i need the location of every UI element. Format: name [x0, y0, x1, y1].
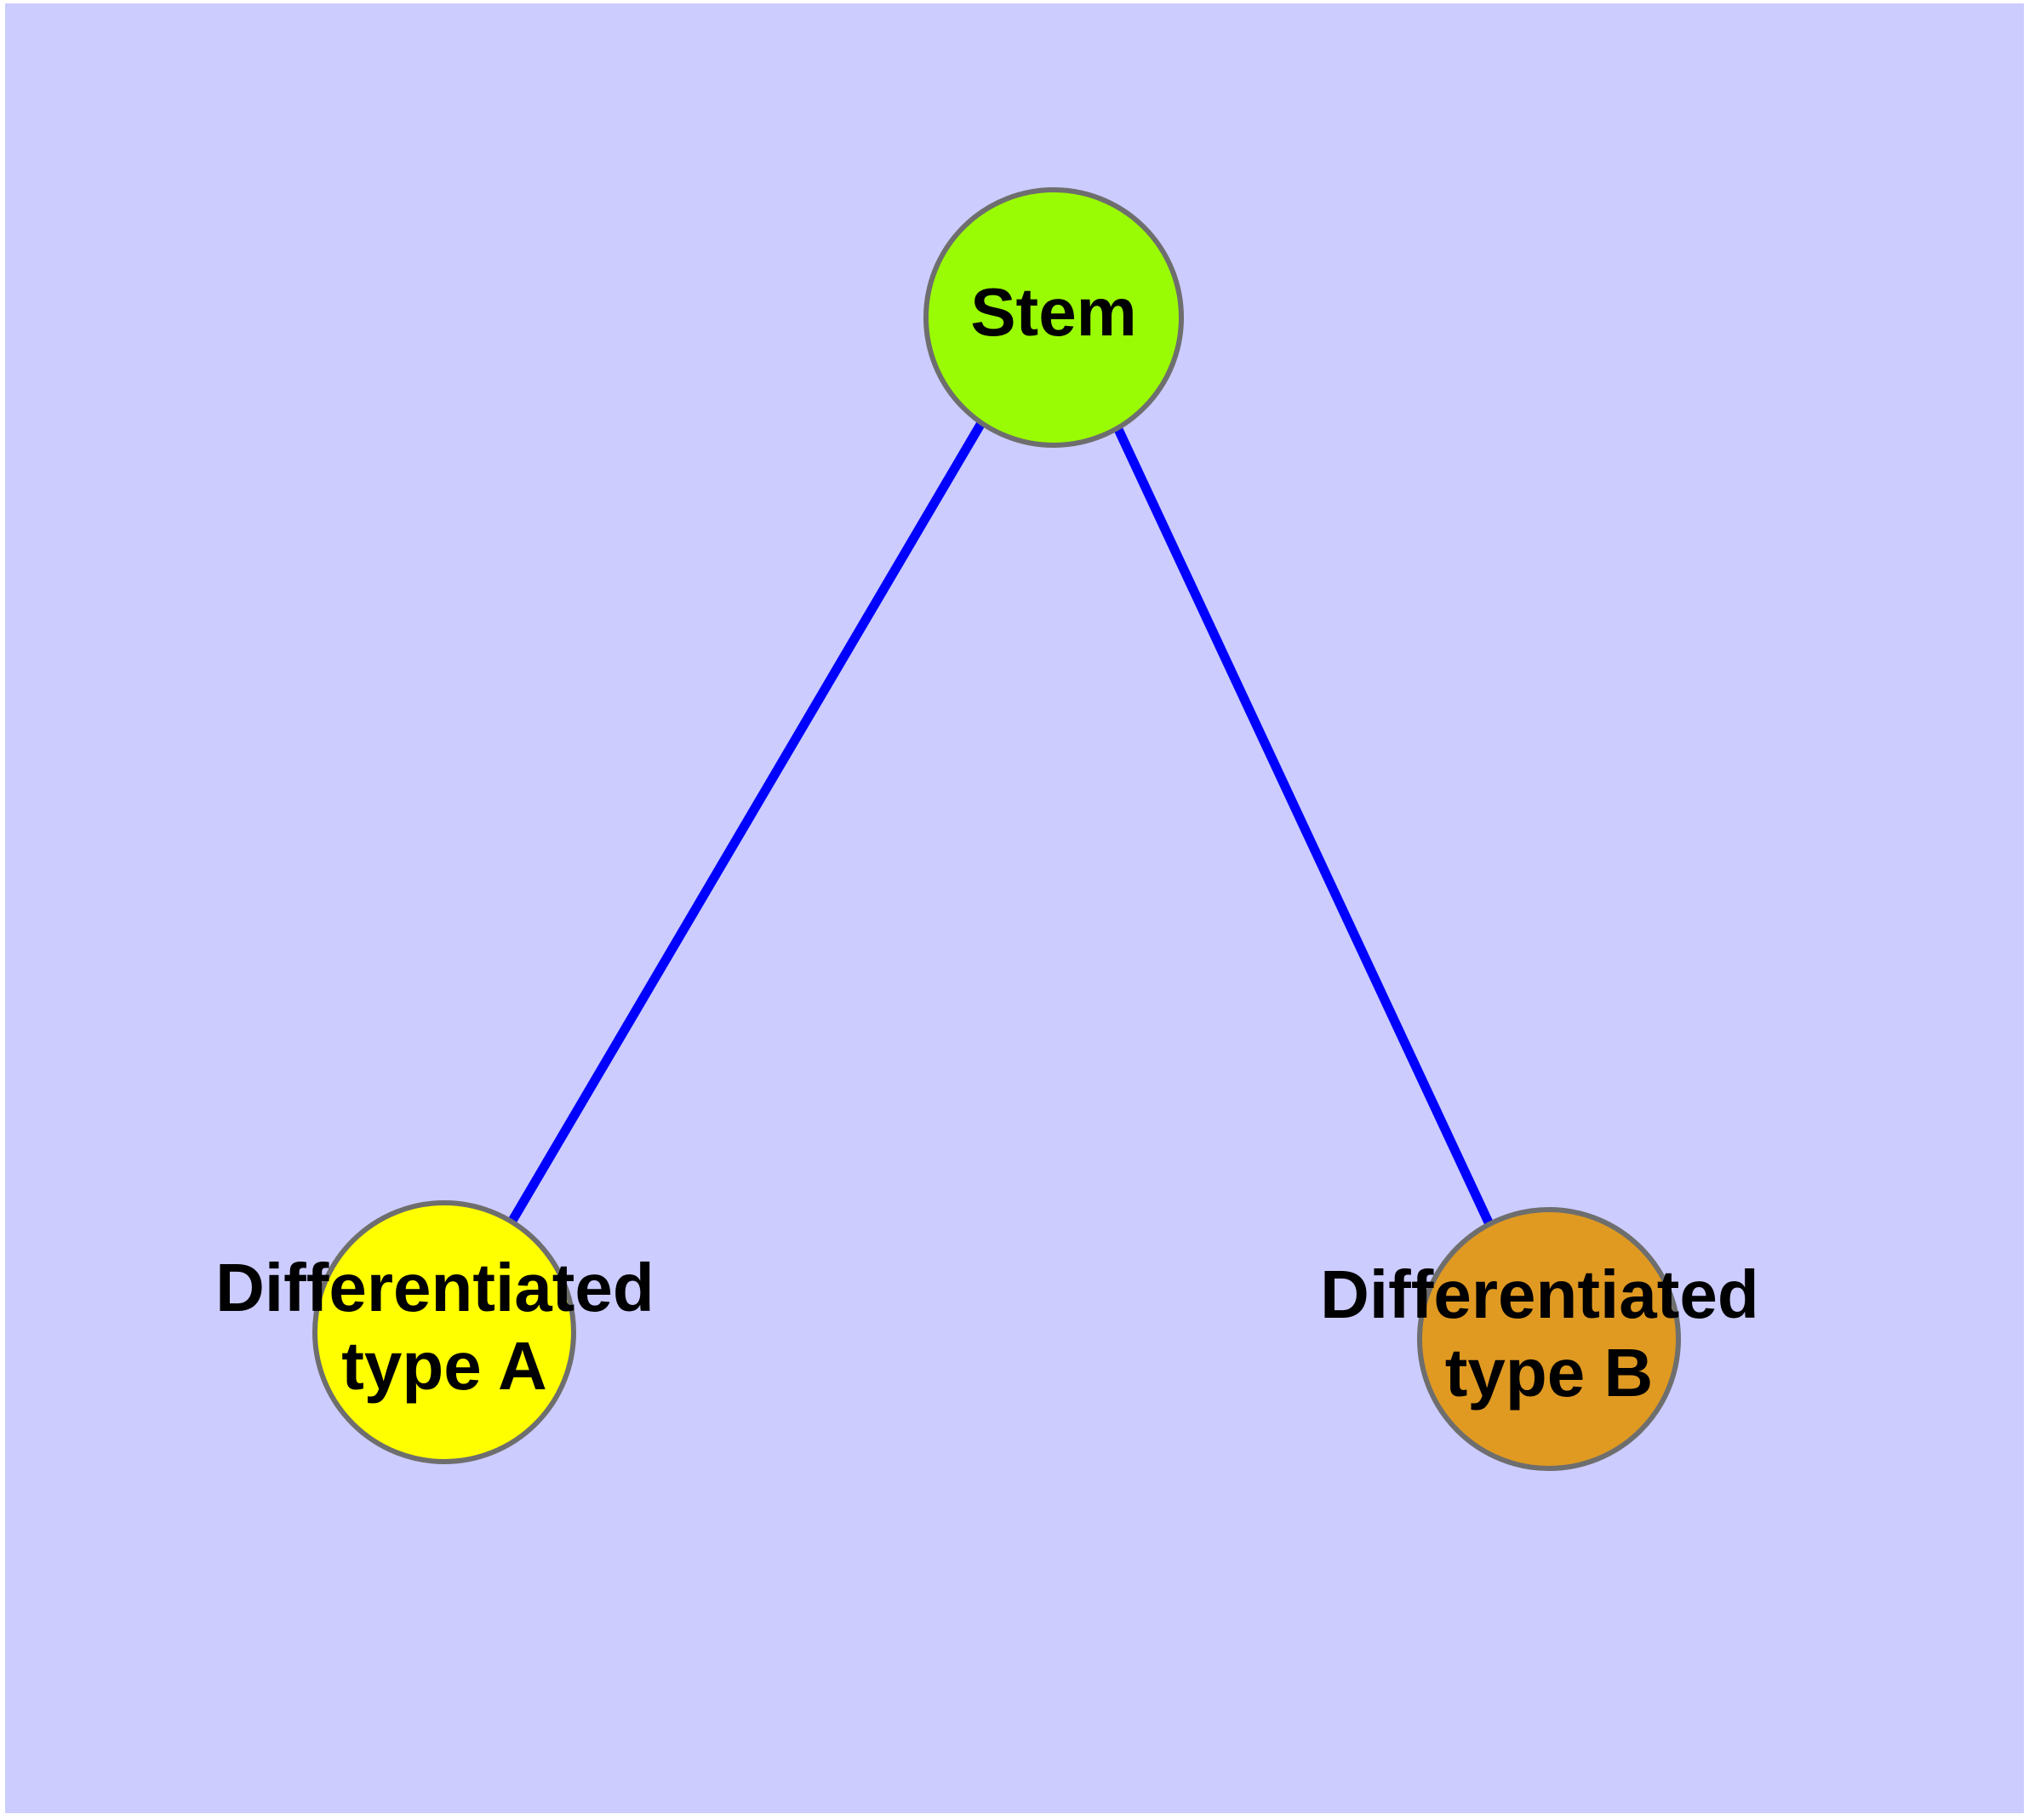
edge-stem-to-differentiated-type-b[interactable]	[1112, 423, 1493, 1225]
edge-stem-to-differentiated-type-a[interactable]	[508, 421, 986, 1223]
node-label-diff-b-line2: type B	[1445, 1335, 1654, 1411]
node-label-differentiated-type-a: Differentiated type A	[215, 1250, 673, 1404]
graph-svg: Stem Differentiated type A Differentiate…	[215, 187, 1778, 1471]
node-label-diff-a-line1: Differentiated	[215, 1250, 654, 1325]
diagram-plot-area: Stem Differentiated type A Differentiate…	[5, 3, 2024, 1813]
node-layer	[312, 187, 1681, 1471]
label-layer: Stem Differentiated type A Differentiate…	[215, 274, 1778, 1411]
node-label-diff-b-line1: Differentiated	[1320, 1256, 1759, 1332]
node-differentiated-type-b[interactable]	[1417, 1207, 1681, 1471]
node-label-stem: Stem	[970, 274, 1137, 350]
node-label-stem-line1: Stem	[970, 274, 1137, 350]
edge-layer	[508, 421, 1493, 1225]
node-differentiated-type-a[interactable]	[312, 1200, 576, 1464]
node-label-differentiated-type-b: Differentiated type B	[1320, 1256, 1778, 1411]
node-label-diff-a-line2: type A	[341, 1328, 547, 1404]
node-stem[interactable]	[923, 187, 1184, 448]
